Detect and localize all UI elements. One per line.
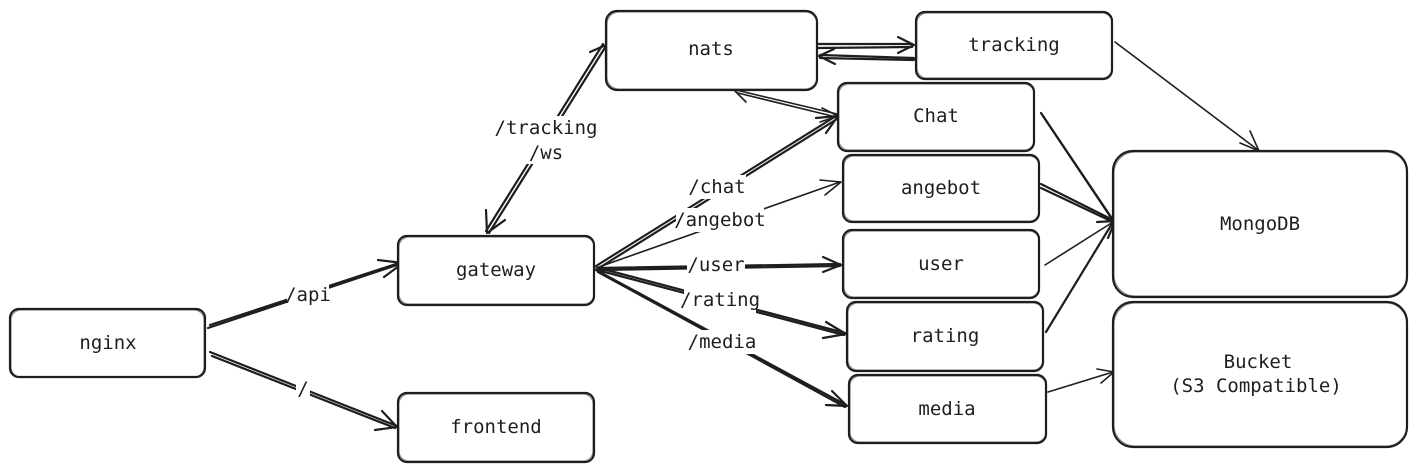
node-label-tracking: tracking <box>968 34 1060 56</box>
node-media: media <box>847 373 1048 445</box>
node-label-user: user <box>918 253 964 275</box>
edge-nats-tracking <box>816 35 916 66</box>
node-nats: nats <box>604 9 819 92</box>
edge-label-api: /api <box>285 284 331 306</box>
node-label-mongodb: MongoDB <box>1220 213 1300 235</box>
node-nginx: nginx <box>8 307 207 379</box>
edge-label-angebot: /angebot <box>674 209 766 231</box>
node-chat: Chat <box>836 81 1036 153</box>
edge-chat-mongodb <box>1039 111 1116 224</box>
edge-label-tracking: /tracking <box>495 117 598 139</box>
edge-user-mongodb <box>1044 221 1114 266</box>
edge-label-user: /user <box>687 254 744 276</box>
node-frontend: frontend <box>396 391 596 464</box>
node-gateway: gateway <box>396 234 596 307</box>
edge-media-bucket <box>1047 368 1115 393</box>
node-tracking: tracking <box>914 10 1114 81</box>
edge-label-chat: /chat <box>688 176 745 198</box>
node-label-frontend: frontend <box>450 416 542 438</box>
node-label-bucket: Bucket <box>1224 351 1293 373</box>
edge-label-rating: /rating <box>680 289 760 311</box>
node-mongodb: MongoDB <box>1111 149 1409 299</box>
edges <box>206 35 1260 432</box>
edge-angebot-mongodb <box>1039 182 1115 224</box>
node-label-angebot: angebot <box>901 177 981 199</box>
nodes: nginx gateway frontend nats tracking Cha… <box>8 9 1409 464</box>
edge-labels: /api / /tracking /ws /chat /angebot /use… <box>285 116 766 401</box>
node-user: user <box>841 228 1041 300</box>
node-label-gateway: gateway <box>456 259 536 281</box>
node-angebot: angebot <box>841 153 1041 224</box>
node-label-rating: rating <box>911 325 980 347</box>
edge-label-ws: /ws <box>529 142 563 164</box>
node-label-nginx: nginx <box>79 332 136 354</box>
edge-tracking-mongodb <box>1114 41 1260 152</box>
node-rating: rating <box>845 300 1045 373</box>
edge-rating-mongodb <box>1044 219 1117 334</box>
edge-label-media: /media <box>688 331 757 353</box>
node-bucket: Bucket (S3 Compatible) <box>1111 300 1409 449</box>
node-label-chat: Chat <box>913 105 959 127</box>
edge-label-root: / <box>297 378 308 400</box>
node-label-nats: nats <box>688 38 734 60</box>
node-label-media: media <box>918 398 975 420</box>
node-label-bucket-subtitle: (S3 Compatible) <box>1170 375 1342 397</box>
